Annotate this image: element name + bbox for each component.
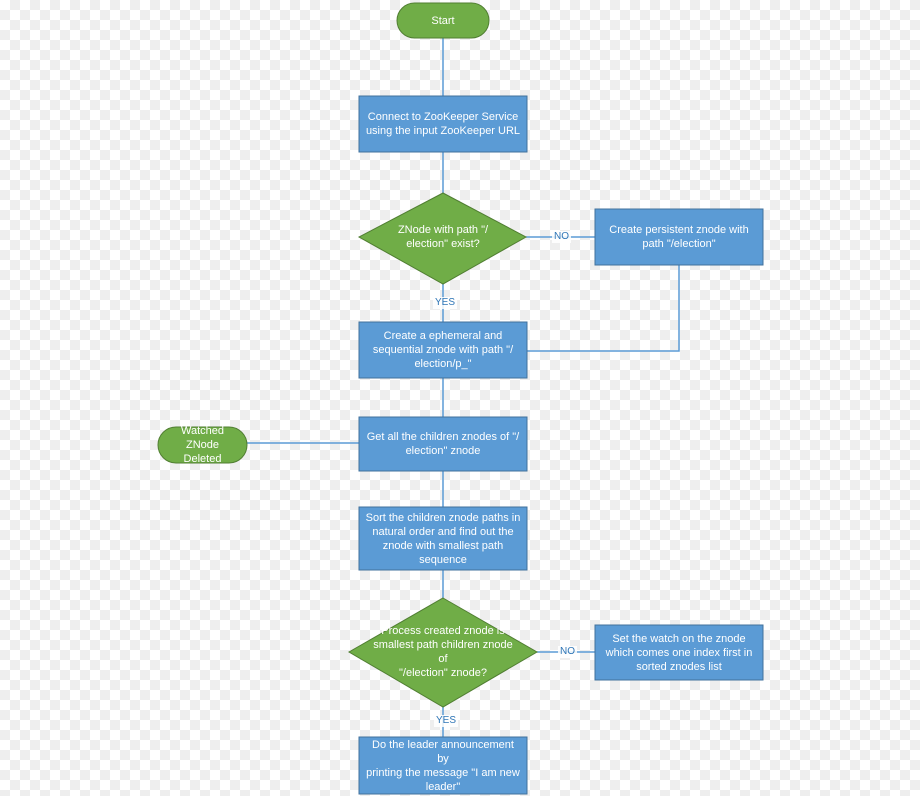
get-children-box <box>358 416 528 472</box>
leader-label: Do the leader announcement by printing t… <box>366 738 520 793</box>
smallest-znode-label: Process created znode is smallest path c… <box>373 625 513 679</box>
connect-process-box <box>358 95 528 153</box>
create-persistent-box <box>594 208 764 266</box>
election-exists-label: ZNode with path "/ election" exist? <box>397 224 489 250</box>
start-terminal <box>396 2 490 39</box>
edge-persistent-return <box>527 265 680 352</box>
create-persistent-label: Create persistent znode with path "/elec… <box>609 224 749 250</box>
leader-box <box>358 736 528 795</box>
connect-label: Connect to ZooKeeper Service using the i… <box>365 111 521 137</box>
start-label: Start <box>431 14 455 27</box>
sort-children-box <box>358 506 528 571</box>
smallest-znode-decision <box>348 597 538 708</box>
election-exists-decision <box>357 192 528 285</box>
yes-label-smallest: YES <box>434 715 459 727</box>
get-children-label: Get all the children znodes of "/ electi… <box>366 431 520 457</box>
no-label-election: NO <box>552 231 571 243</box>
set-watch-box <box>594 624 764 681</box>
set-watch-label: Set the watch on the znode which comes o… <box>605 632 753 673</box>
create-ephemeral-label: Create a ephemeral and sequential znode … <box>372 330 514 370</box>
watched-deleted-terminal <box>157 426 248 464</box>
sort-children-label: Sort the children znode paths in natural… <box>365 511 521 566</box>
create-ephemeral-box <box>358 321 528 379</box>
no-label-smallest: NO <box>558 646 577 658</box>
watched-deleted-label: Watched ZNode Deleted <box>180 425 224 465</box>
yes-label-election: YES <box>433 297 458 309</box>
